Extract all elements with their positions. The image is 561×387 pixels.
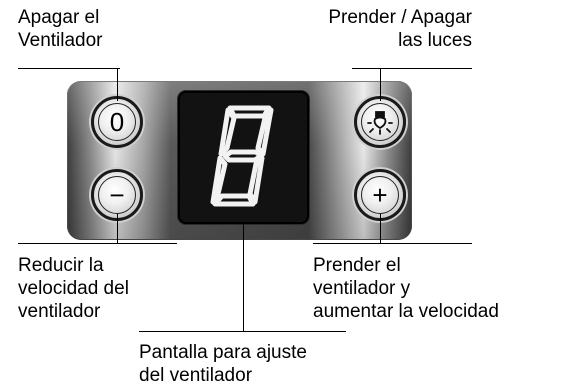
leader-display-vertical (243, 224, 244, 331)
minus-icon: − (109, 180, 125, 210)
segment-top-right (255, 107, 274, 157)
display-screen: 8 (178, 91, 309, 224)
segment-top (227, 105, 272, 119)
segment-bottom-right (247, 155, 265, 205)
label-fan-off: Apagar el Ventilador (18, 7, 103, 51)
label-reduce-speed: Reducir la velocidad del ventilador (18, 255, 129, 322)
segment-bottom (212, 193, 256, 207)
label-lights-toggle: Prender / Apagar las luces (328, 7, 472, 51)
lights-toggle-button[interactable] (354, 96, 406, 148)
leader-lights-horizontal (352, 68, 472, 69)
segment-middle (222, 149, 264, 163)
button-ring (361, 103, 399, 141)
leader-fan-off-vertical (117, 68, 118, 101)
label-fan-on-increase: Prender el ventilador y aumentar la velo… (313, 255, 499, 322)
light-bulb-icon (367, 111, 393, 135)
leader-reduce-vertical (117, 214, 118, 243)
plus-icon: + (372, 180, 388, 210)
button-ring (98, 176, 136, 214)
leader-display-horizontal (139, 331, 346, 332)
segment-top-left (218, 107, 237, 157)
fan-off-button[interactable]: 0 (91, 96, 143, 148)
leader-increase-vertical (380, 214, 381, 243)
seven-segment-digit (210, 105, 274, 207)
segment-bottom-left (210, 155, 228, 205)
power-zero-label: 0 (109, 107, 125, 137)
leader-fan-off-horizontal (18, 68, 120, 69)
button-ring (98, 103, 136, 141)
button-ring (361, 176, 399, 214)
leader-lights-vertical (380, 68, 381, 101)
leader-increase-horizontal (313, 243, 472, 244)
label-display-adjust: Pantalla para ajuste del ventilador (139, 342, 307, 386)
leader-reduce-horizontal (18, 243, 177, 244)
reduce-speed-button[interactable]: − (91, 169, 143, 221)
